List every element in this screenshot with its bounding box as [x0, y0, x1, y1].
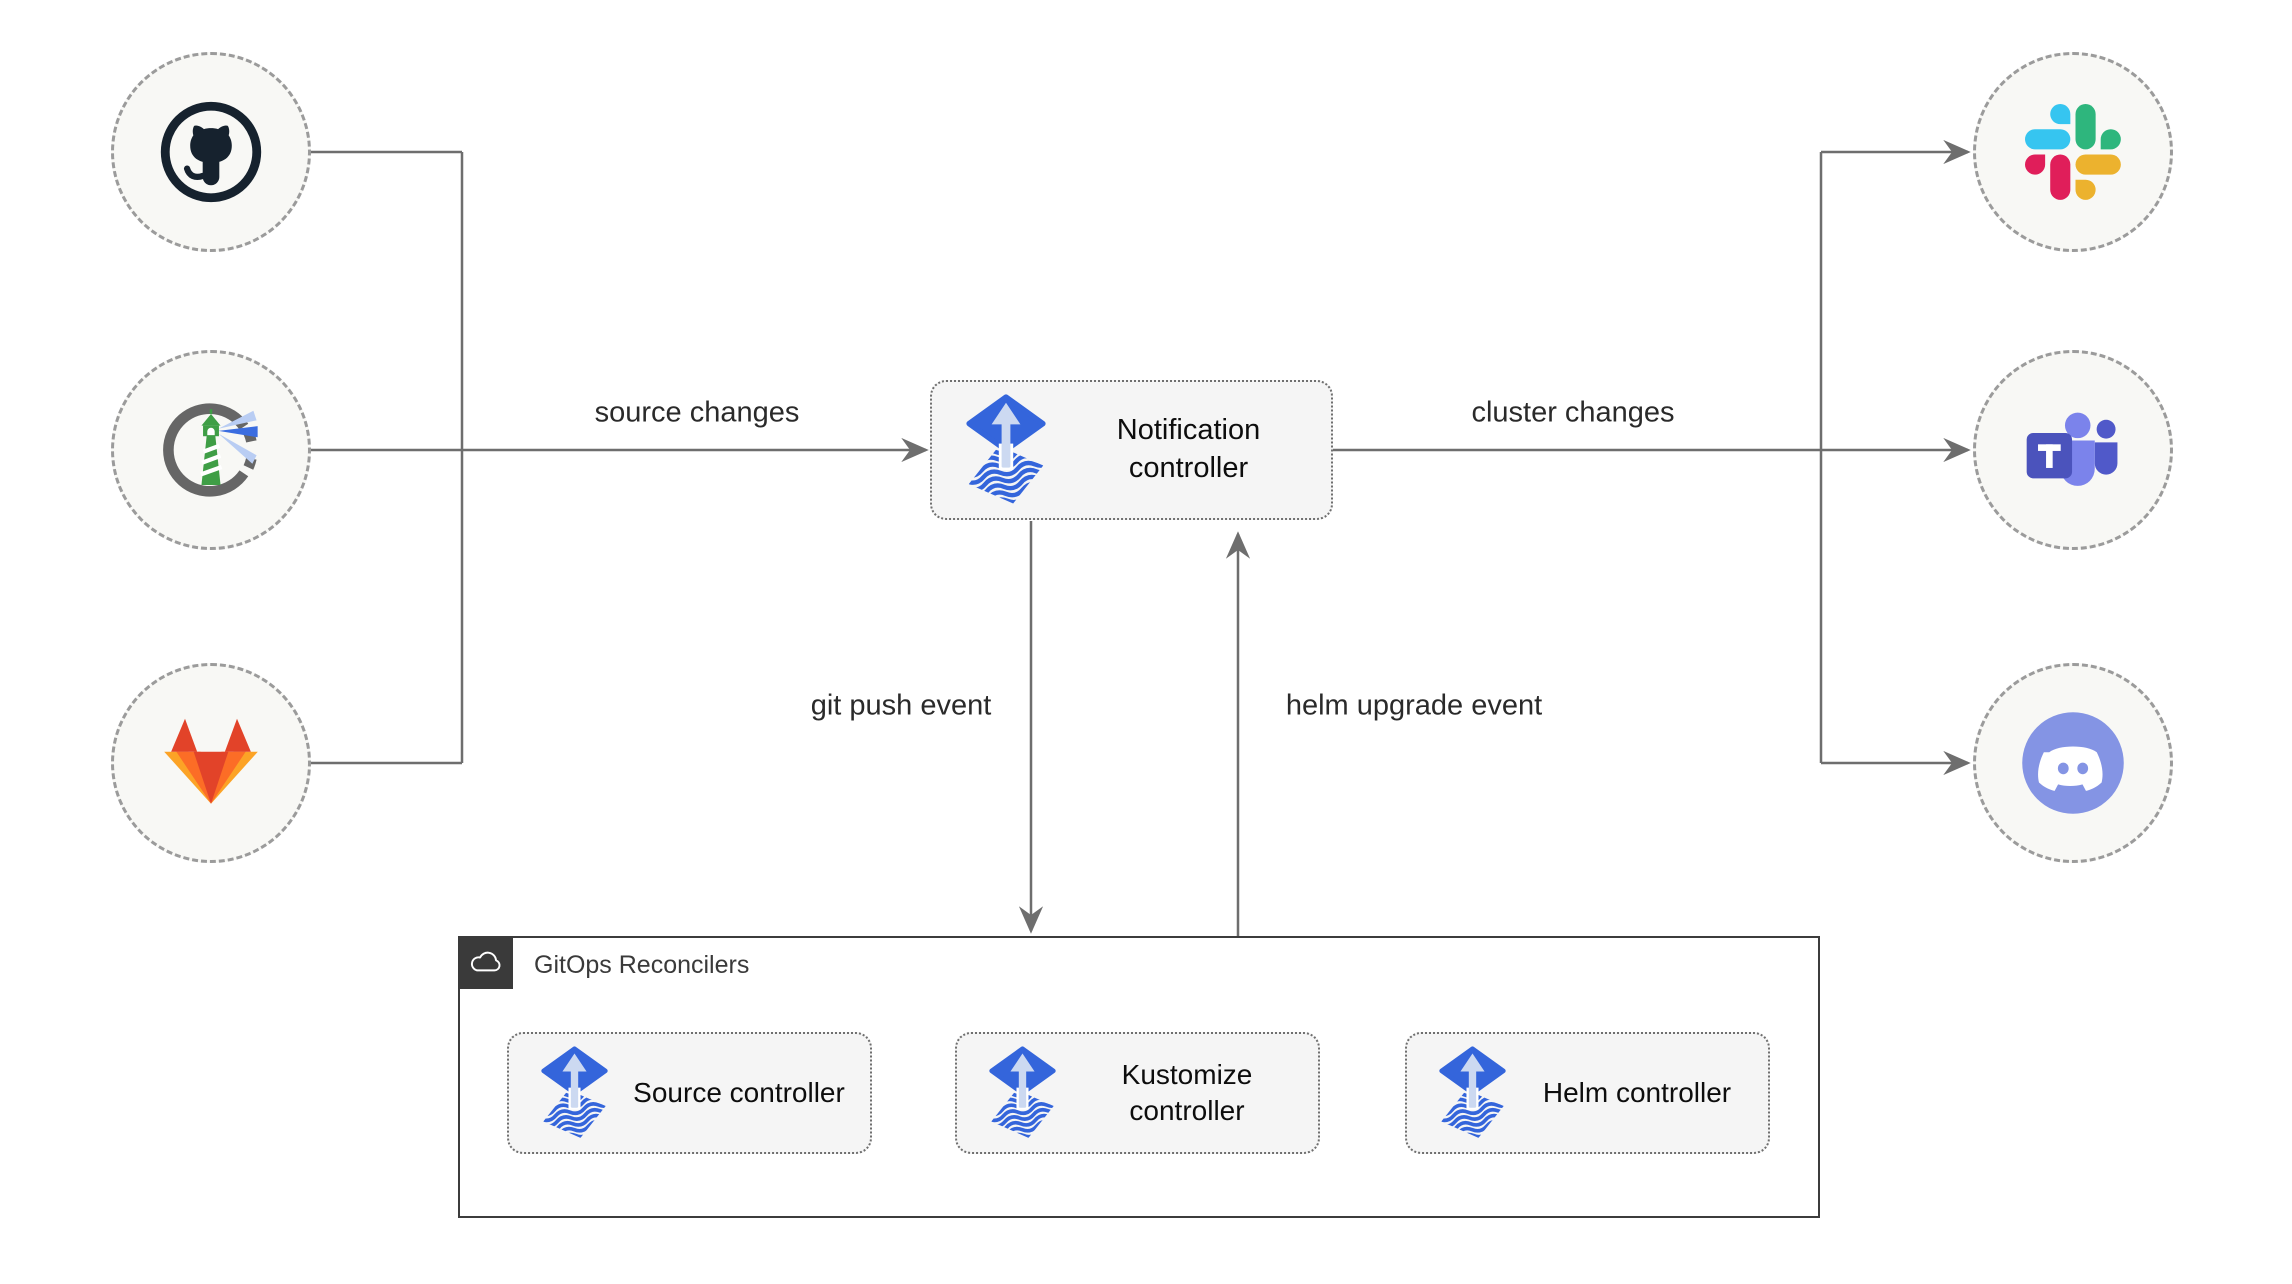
edge-label-helm-upgrade-event: helm upgrade event — [1285, 689, 1543, 722]
gitops-reconcilers-group[interactable]: GitOps Reconcilers Source controller Kus… — [458, 936, 1820, 1218]
helm-controller-node[interactable]: Helm controller — [1405, 1032, 1770, 1154]
gitops-reconcilers-title: GitOps Reconcilers — [534, 951, 750, 979]
flux-icon — [541, 1046, 608, 1140]
gitlab-icon — [164, 718, 258, 804]
edge-label-cluster-changes: cluster changes — [1471, 396, 1675, 429]
edge-label-git-push-event: git push event — [810, 689, 992, 722]
kustomize-controller-label: Kustomize controller — [1121, 1058, 1253, 1126]
edge-sources-bracket[interactable] — [311, 150, 464, 765]
notification-controller-label: Notification controller — [1116, 414, 1261, 484]
harbor-icon — [163, 403, 258, 497]
source-node-gitlab[interactable] — [111, 663, 311, 863]
edge-label-source-changes: source changes — [594, 396, 800, 429]
github-icon — [160, 101, 262, 203]
source-node-github[interactable] — [111, 52, 311, 252]
source-controller-label: Source controller — [633, 1076, 845, 1108]
source-node-harbor[interactable] — [111, 350, 311, 550]
source-controller-node[interactable]: Source controller — [507, 1032, 872, 1154]
flux-icon — [966, 394, 1046, 506]
provider-node-slack[interactable] — [1973, 52, 2173, 252]
flux-icon — [989, 1046, 1056, 1140]
flux-icon — [1439, 1046, 1506, 1140]
kustomize-controller-node[interactable]: Kustomize controller — [955, 1032, 1320, 1154]
provider-node-teams[interactable] — [1973, 350, 2173, 550]
provider-node-discord[interactable] — [1973, 663, 2173, 863]
cloud-badge — [458, 936, 513, 989]
microsoft-teams-icon — [2026, 412, 2118, 486]
discord-icon — [2022, 712, 2124, 814]
notification-controller-node[interactable]: Notification controller — [930, 380, 1333, 520]
edge-cluster-changes[interactable] — [1333, 139, 1971, 776]
cloud-icon — [468, 950, 504, 976]
helm-controller-label: Helm controller — [1542, 1076, 1732, 1108]
slack-icon — [2025, 104, 2121, 200]
